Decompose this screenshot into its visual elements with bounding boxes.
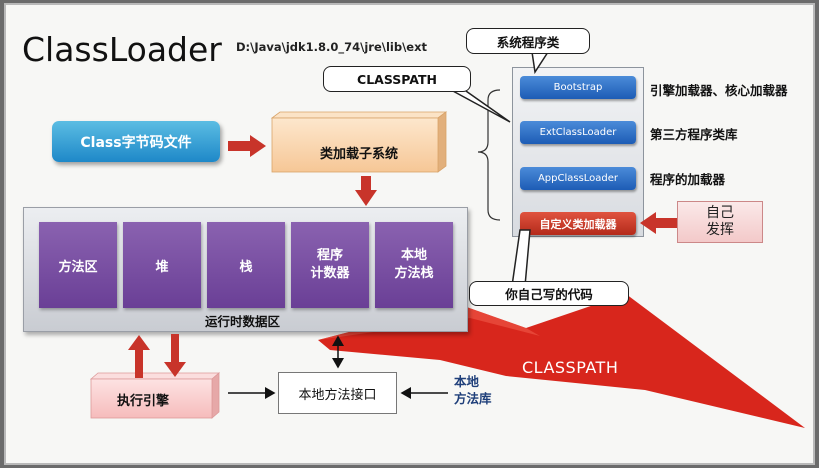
execution-engine-box — [89, 372, 221, 419]
custom-class-loader: 自定义类加载器 — [520, 212, 636, 235]
app-description: 程序的加载器 — [650, 172, 726, 187]
page-title: ClassLoader — [22, 30, 222, 69]
execution-engine-label: 执行引擎 — [117, 394, 170, 409]
system-classes-callout: 系统程序类 — [466, 28, 590, 54]
ext-class-loader: ExtClassLoader — [520, 121, 636, 144]
arrow-right-icon — [228, 135, 266, 157]
app-class-loader: AppClassLoader — [520, 167, 636, 190]
native-method-library: 本地 方法库 — [454, 374, 492, 406]
arrow-down-icon — [355, 176, 377, 206]
native-method-stack-area: 本地 方法栈 — [375, 222, 453, 308]
bootstrap-description: 引擎加载器、核心加载器 — [650, 83, 788, 98]
arrow-left-icon — [640, 212, 678, 234]
stack-area: 栈 — [207, 222, 285, 308]
bootstrap-loader: Bootstrap — [520, 76, 636, 99]
class-loader-subsystem-label: 类加载子系统 — [320, 147, 399, 162]
your-code-callout: 你自己写的代码 — [469, 281, 629, 306]
jdk-path: D:\Java\jdk1.8.0_74\jre\lib\ext — [236, 40, 428, 54]
classpath-callout: CLASSPATH — [323, 66, 471, 92]
program-counter-area: 程序 计数器 — [291, 222, 369, 308]
engine-runtime-arrows-icon — [128, 334, 186, 378]
ext-description: 第三方程序类库 — [650, 127, 738, 142]
class-file-box: Class字节码文件 — [52, 121, 220, 162]
method-area: 方法区 — [39, 222, 117, 308]
heap-area: 堆 — [123, 222, 201, 308]
bolt-label: CLASSPATH — [522, 358, 619, 377]
native-method-interface: 本地方法接口 — [278, 372, 397, 414]
runtime-area-label: 运行时数据区 — [205, 314, 281, 329]
self-develop-box: 自己 发挥 — [677, 201, 763, 243]
